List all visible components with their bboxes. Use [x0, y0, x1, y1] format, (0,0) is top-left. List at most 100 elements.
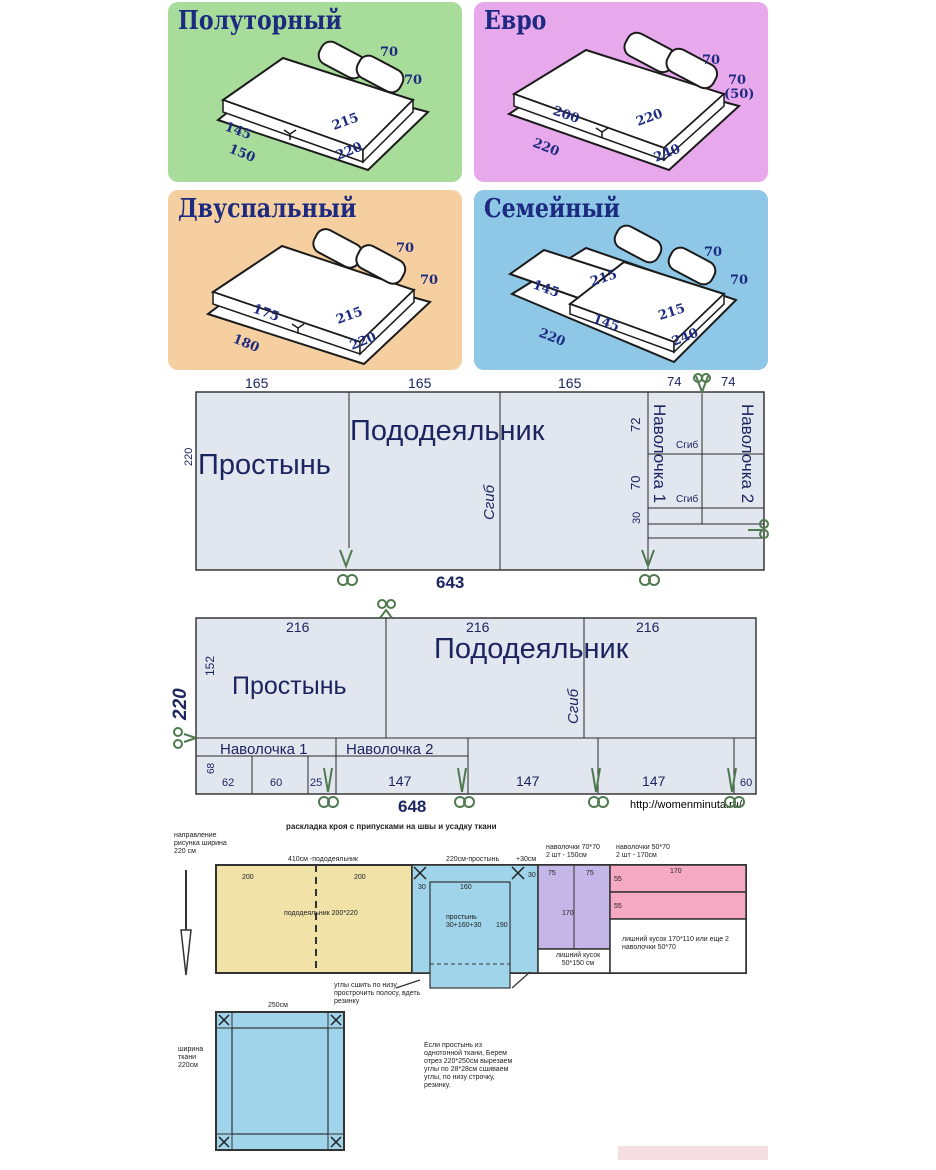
pillow50-title: наволочки 50*70: [616, 844, 670, 851]
dim-top-4: 74: [667, 374, 681, 389]
bed-illustration: 70 70 145 215 145 215 220 240: [507, 224, 748, 364]
duvet-left-dim: 200: [242, 874, 254, 881]
pillow70-sub: 2 шт - 150см: [546, 852, 587, 859]
scissors-icon: [588, 767, 609, 808]
bed-card-semeyny: Семейный 70 70 145 215 145 215 220 240: [474, 190, 768, 370]
pillow2-label: Наволочка 2: [738, 404, 757, 503]
fold-label: Сгиб: [565, 688, 582, 724]
dim-top-5: 74: [721, 374, 735, 389]
dim-top-3: 165: [558, 375, 582, 391]
bed-card-dvuspalny: Двуспальный 70 70 175 215 180 220: [168, 190, 462, 370]
sheet-width: 180: [231, 332, 262, 356]
plus30-label: +30см: [516, 856, 537, 863]
direction-note: направление рисунка ширина 220 см: [174, 832, 227, 855]
dim-30: 30: [631, 512, 643, 524]
square-width-label: 250см: [268, 1002, 288, 1009]
dim-top-1: 165: [245, 375, 269, 391]
pillow50-sub: 2 шт - 170см: [616, 852, 657, 859]
sheet-label: Простынь: [232, 672, 347, 700]
pillow50-55-top: 55: [614, 876, 622, 883]
sheet-width: 220: [537, 326, 568, 350]
fabric-width-label: ширина ткани 220см: [178, 1046, 204, 1069]
pillow70-75-right: 75: [586, 870, 594, 877]
bed-illustration: 70 70 (50) 200 220 220 240: [506, 31, 754, 172]
bed-illustration: 70 70 145 215 150 220: [215, 40, 430, 172]
pillow2-label: Наволочка 2: [346, 741, 433, 758]
sheet-side-30-right: 30: [528, 872, 536, 879]
dim-bottom-3: 25: [310, 777, 322, 789]
pillow70-extra: лишний кусок 50*150 см: [555, 952, 601, 967]
duvet-label: Пододеяльник: [434, 633, 629, 665]
dim-bottom-6: 147: [642, 773, 666, 789]
dim-70: 70: [628, 476, 643, 490]
pillow-height: 70: [728, 73, 746, 88]
dim-height: 220: [170, 688, 191, 721]
scissors-icon: [693, 373, 711, 395]
dim-top-1: 216: [286, 619, 310, 635]
dim-bottom-4: 147: [388, 773, 412, 789]
scissors-icon: [639, 549, 660, 586]
cutting-layout-643: 165 165 165 74 74 220 Простынь Пододеяль…: [183, 373, 769, 592]
pillow70-75-left: 75: [548, 870, 556, 877]
dim-68: 68: [206, 762, 217, 774]
dim-152: 152: [203, 656, 217, 676]
fold-small-1: Сгиб: [676, 439, 698, 451]
corner-note: углы сшить по низу прострочить полосу, в…: [334, 982, 421, 1005]
bottom-note: Если простынь из однотонной ткани, Берем…: [424, 1042, 513, 1089]
bed-illustration: 70 70 175 215 180 220: [205, 228, 438, 366]
sheet-width: 150: [227, 142, 258, 166]
sheet-190: 190: [496, 922, 508, 929]
dim-height: 220: [183, 448, 195, 466]
sheet-width-label: 220см-простынь: [446, 856, 500, 863]
scissors-icon: [724, 767, 745, 808]
scissors-icon: [318, 767, 339, 808]
dim-top-2: 216: [466, 619, 490, 635]
pillow70-170: 170: [562, 910, 574, 917]
pillow1-label: Наволочка 1: [220, 741, 307, 758]
dim-bottom-7: 60: [740, 777, 752, 789]
bed-title: Двуспальный: [178, 194, 357, 224]
duvet-size: пододеяльник 200*220: [284, 910, 358, 917]
bed-title: Полуторный: [178, 6, 342, 36]
dim-bottom-1: 62: [222, 777, 234, 789]
duvet-label: Пододеяльник: [350, 415, 545, 447]
pillow-width: 70: [380, 45, 398, 60]
pillow70-title: наволочки 70*70: [546, 844, 600, 851]
fabric-layout: [180, 864, 768, 1160]
fold-label: Сгиб: [481, 484, 498, 520]
pillow-alt-height: (50): [724, 87, 754, 102]
pillow50-55-bottom: 55: [614, 903, 622, 910]
scissors-icon: [748, 519, 769, 539]
pillow-height: 70: [420, 273, 438, 288]
dim-top-3: 216: [636, 619, 660, 635]
sheet-160: 160: [460, 884, 472, 891]
pillow50-extra: лишний кусок 170*110 или еще 2 наволочки…: [622, 936, 729, 951]
pillow-height: 70: [730, 273, 748, 288]
total-length: 648: [398, 797, 426, 816]
dim-top-2: 165: [408, 375, 432, 391]
layout3-title: раскладка кроя с припусками на швы и уса…: [286, 822, 497, 831]
bed-title: Семейный: [484, 194, 621, 224]
pillow-width: 70: [396, 241, 414, 256]
dim-72: 72: [628, 418, 643, 432]
scissors-icon: [377, 599, 396, 619]
pillow-width: 70: [702, 53, 720, 68]
total-length: 643: [436, 573, 464, 592]
pillow-width: 70: [704, 245, 722, 260]
source-url: http://womenminuta.ru/: [630, 799, 743, 811]
bed-card-polutorny: Полуторный 70 70 145 215 150 220: [168, 2, 462, 182]
duvet-width-label: 410см -пододеяльник: [288, 856, 358, 863]
sheet-label: Простынь: [198, 449, 331, 481]
scissors-icon: [173, 727, 197, 749]
dim-bottom-5: 147: [516, 773, 540, 789]
dim-bottom-2: 60: [270, 777, 282, 789]
scissors-icon: [337, 549, 358, 586]
sheet-size: простынь 30+160+30: [446, 914, 482, 929]
fold-small-2: Сгиб: [676, 493, 698, 505]
bed-card-evro: Евро 70 70 (50) 200 220 220 240: [474, 2, 768, 182]
scissors-icon: [454, 767, 475, 808]
pillow1-label: Наволочка 1: [650, 404, 669, 503]
duvet-right-dim: 200: [354, 874, 366, 881]
pillow-height: 70: [404, 73, 422, 88]
sheet-side-30-left: 30: [418, 884, 426, 891]
